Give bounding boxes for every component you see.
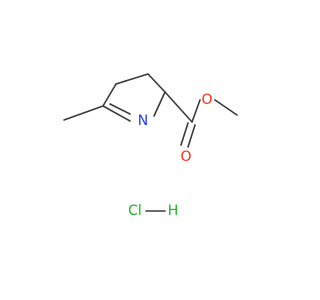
carbonyl-to-ester-oxygen-bond: [191, 99, 201, 123]
chemical-structure-diagram: N O O Cl H: [63, 73, 238, 219]
methyl-bond: [63, 105, 104, 121]
ring-bond-n-c2: [102, 105, 131, 122]
carbonyl-double-bond-2: [187, 124, 196, 148]
carbonyl-double-bond-1: [180, 122, 189, 146]
molecule-svg: N O O Cl H: [63, 73, 238, 219]
ring-bond-c2-c3: [102, 83, 117, 107]
ester-oxygen-to-methyl-bond: [214, 99, 238, 116]
ring-bond-c3-c4: [115, 73, 149, 85]
nitrogen-label: N: [138, 113, 148, 129]
carbonyl-oxygen-label: O: [180, 149, 191, 165]
hydrogen-label: H: [168, 203, 179, 219]
ring-bond-c5-n: [153, 91, 166, 117]
ring-bond-c4-c5: [147, 73, 166, 93]
ester-oxygen-label: O: [201, 92, 212, 108]
ring-double-bond-inner: [109, 103, 131, 115]
chlorine-label: Cl: [128, 203, 142, 219]
c5-carbonyl-bond: [164, 91, 193, 123]
